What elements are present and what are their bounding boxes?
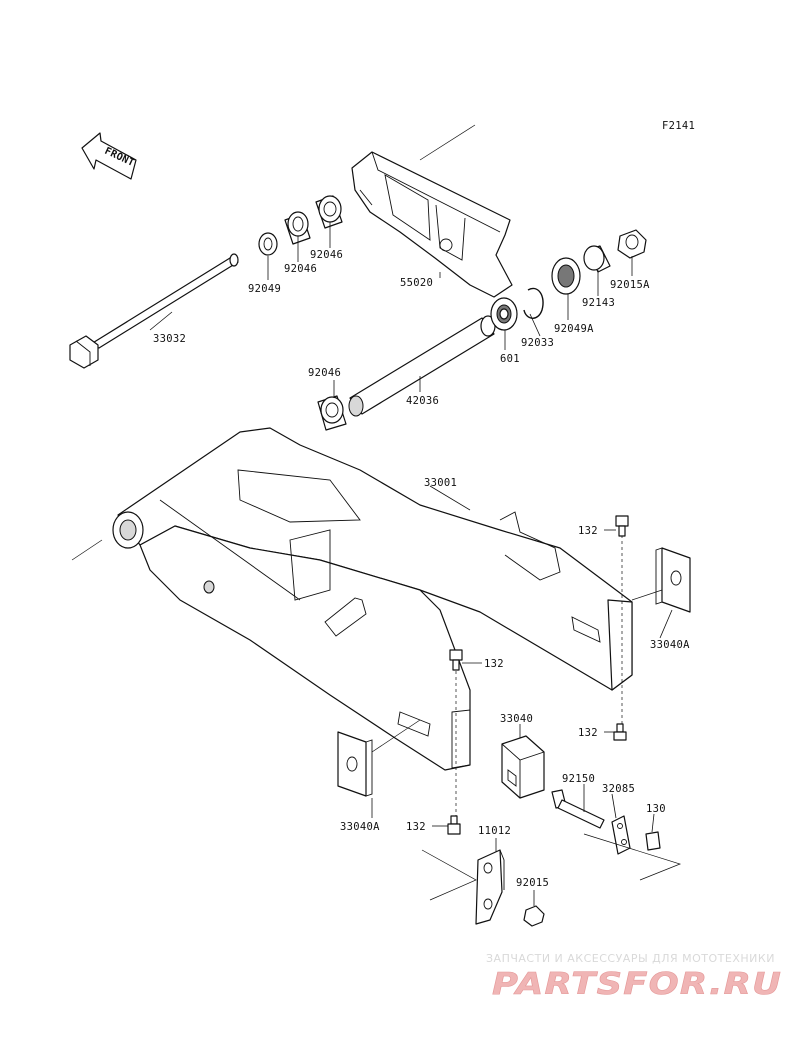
- leader-lines: [149, 222, 673, 906]
- nut-part: [523, 905, 545, 927]
- adjuster-block-part: [501, 735, 545, 799]
- callout-601: 601: [500, 353, 520, 365]
- axis-line: [371, 719, 421, 753]
- callout-92046: 92046: [284, 263, 317, 275]
- callout-132: 132: [406, 821, 426, 833]
- watermark-logo: PARTSFOR.RU: [492, 967, 782, 1002]
- axis-line: [421, 849, 477, 901]
- adjuster-plate-part: [337, 731, 373, 797]
- callout-33032: 33032: [153, 333, 186, 345]
- chain-guide-part: [351, 151, 513, 298]
- collar-part: [258, 232, 278, 256]
- needle-bearing-part: [315, 195, 343, 229]
- front-arrow-icon: FRONT: [81, 132, 137, 180]
- figure-code: F2141: [662, 120, 695, 132]
- adjuster-bracket-part: [611, 815, 631, 855]
- oil-seal-part: [551, 257, 581, 295]
- callout-42036: 42036: [406, 395, 439, 407]
- callout-132: 132: [484, 658, 504, 670]
- callout-92143: 92143: [582, 297, 615, 309]
- needle-bearing-part: [317, 395, 347, 431]
- bolt-part: [449, 649, 463, 671]
- callout-92049A: 92049A: [554, 323, 594, 335]
- pivot-bolt-part: [69, 253, 239, 369]
- callout-92015: 92015: [516, 877, 549, 889]
- watermark-tagline: ЗАПЧАСТИ И АКСЕССУАРЫ ДЛЯ МОТОТЕХНИКИ: [486, 952, 775, 965]
- callout-55020: 55020: [400, 277, 433, 289]
- adjuster-bolt-part: [551, 789, 605, 829]
- adjuster-plate-part: [655, 547, 691, 613]
- bolt-part: [645, 831, 661, 851]
- axis-line: [583, 833, 682, 881]
- callout-92150: 92150: [562, 773, 595, 785]
- callout-33040A: 33040A: [340, 821, 380, 833]
- callout-92033: 92033: [521, 337, 554, 349]
- callout-33040: 33040: [500, 713, 533, 725]
- callout-33001: 33001: [424, 477, 457, 489]
- ball-bearing-part: [490, 297, 518, 331]
- circlip-part: [523, 287, 544, 319]
- callout-92049: 92049: [248, 283, 281, 295]
- bolt-part: [613, 723, 627, 741]
- callout-32085: 32085: [602, 783, 635, 795]
- callout-11012: 11012: [478, 825, 511, 837]
- callout-92015A: 92015A: [610, 279, 650, 291]
- callout-92046: 92046: [308, 367, 341, 379]
- axis-line: [631, 589, 663, 601]
- bolt-part: [447, 815, 461, 835]
- callout-132: 132: [578, 525, 598, 537]
- callout-92046: 92046: [310, 249, 343, 261]
- callout-33040A: 33040A: [650, 639, 690, 651]
- bracket-part: [475, 849, 505, 925]
- axis-line: [71, 539, 103, 561]
- swingarm-part: [112, 427, 633, 771]
- callout-132: 132: [578, 727, 598, 739]
- bolt-part: [615, 515, 629, 537]
- collar-part: [583, 245, 611, 273]
- callout-130: 130: [646, 803, 666, 815]
- axis-line: [419, 124, 476, 161]
- needle-bearing-part: [284, 211, 311, 245]
- nut-part: [617, 229, 647, 259]
